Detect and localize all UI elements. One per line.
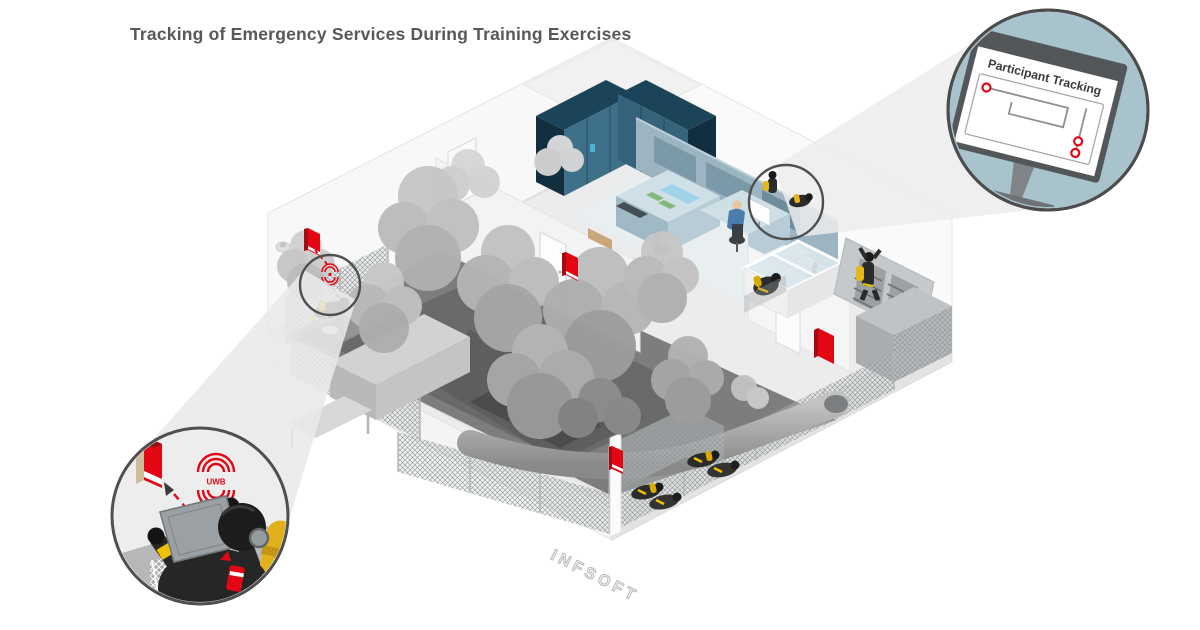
uwb-beacon-icon — [562, 252, 578, 281]
glove — [147, 527, 165, 545]
monitor-stand — [1009, 158, 1036, 200]
crawling-firefighters — [687, 450, 740, 478]
smoke-cloud — [277, 135, 769, 439]
page-title: Tracking of Emergency Services During Tr… — [130, 24, 632, 44]
floor-watermark: INFSOFT — [548, 547, 642, 606]
wall-device — [275, 241, 291, 253]
beacon-pillar — [609, 432, 623, 538]
oxygen-tank — [856, 266, 864, 281]
wall-screen — [654, 136, 696, 183]
oxygen-tank — [753, 275, 762, 287]
uwb-tag — [220, 551, 245, 592]
climbing-firefighter — [856, 246, 882, 301]
wooden-table — [588, 228, 612, 250]
operator-person — [727, 200, 745, 252]
uwb-signal-label: UWB — [206, 478, 225, 487]
locker-tag-icon — [590, 144, 595, 152]
uwb-beacon-icon — [609, 446, 623, 474]
beacon-arrow-icon — [164, 482, 174, 496]
monitored-firefighters — [763, 171, 813, 208]
tracking-marker — [981, 82, 992, 93]
window-firefighter — [744, 273, 786, 313]
mesh-box — [856, 287, 952, 382]
uwb-beacon-icon — [304, 228, 320, 256]
tracking-marker — [1070, 147, 1081, 159]
control-room — [616, 117, 839, 292]
tag-arrow-icon — [220, 551, 231, 561]
magnifier-circle-left — [298, 253, 362, 317]
window-sill — [744, 275, 786, 313]
crawling-firefighters — [631, 482, 682, 510]
magnifier-circle-right — [747, 163, 825, 241]
breathing-mask — [248, 527, 270, 549]
firefighter-callout: UWB — [110, 426, 290, 606]
training-cage — [608, 407, 740, 510]
tracking-marker — [1073, 136, 1084, 147]
monitor-callout: Participant Tracking — [946, 8, 1150, 212]
tracking-floorplan — [964, 73, 1105, 165]
red-exit-door — [814, 328, 834, 364]
uwb-signal-icon — [321, 263, 339, 286]
floor-watermark-group: INFSOFT — [547, 547, 642, 607]
